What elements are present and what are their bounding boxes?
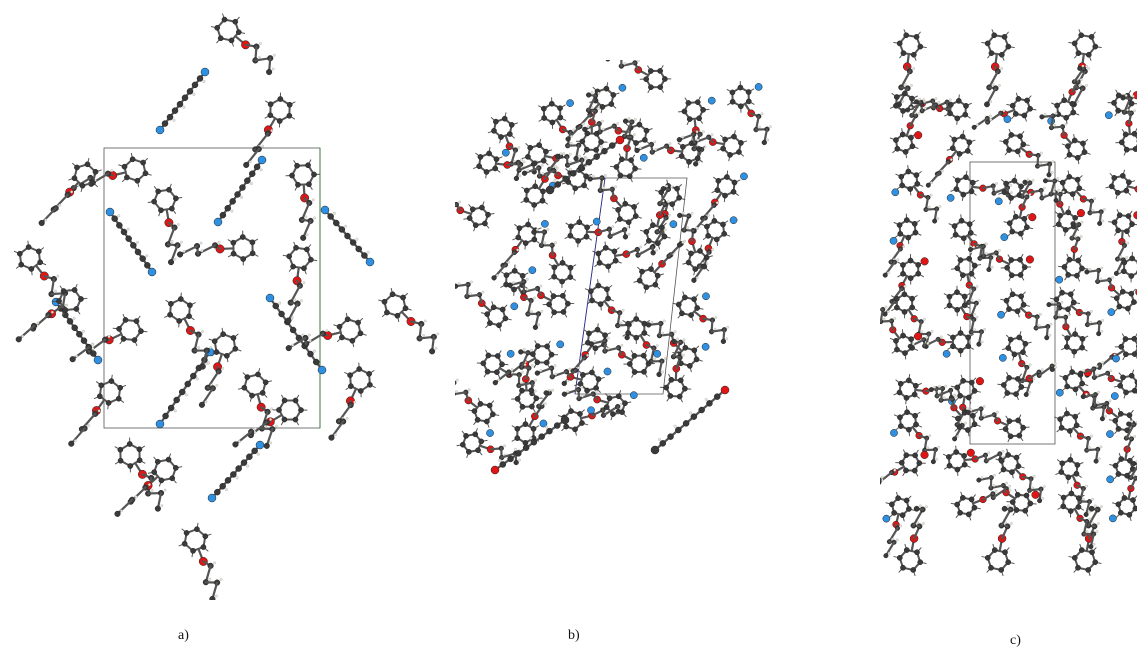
packing-panel-a <box>0 0 440 600</box>
crystal-packing-c-image <box>880 29 1137 577</box>
crystal-packing-b-image <box>455 60 772 475</box>
crystal-packing-a-image <box>13 13 440 600</box>
panel-label-a: a) <box>178 628 189 643</box>
panel-label-b: b) <box>568 628 580 643</box>
panel-label-c: c) <box>1010 633 1021 648</box>
packing-panel-b <box>455 60 805 520</box>
packing-panel-c <box>880 0 1137 600</box>
